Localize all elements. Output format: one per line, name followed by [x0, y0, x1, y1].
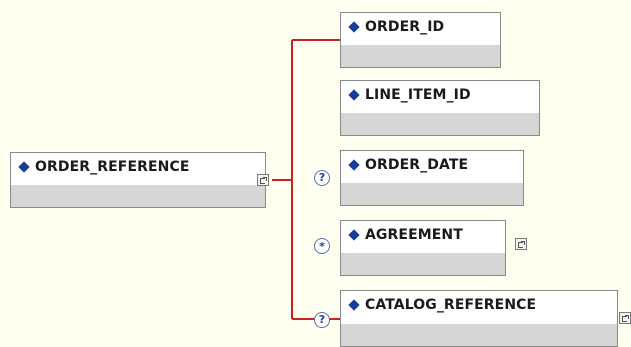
node-label: ORDER_REFERENCE: [35, 159, 190, 175]
node-header: ORDER_ID: [341, 13, 500, 41]
element-diamond-icon: [348, 89, 360, 101]
expand-icon[interactable]: [619, 312, 631, 324]
node-footer: [11, 185, 265, 207]
node-footer: [341, 183, 523, 205]
node-catalog-reference[interactable]: CATALOG_REFERENCE: [340, 290, 618, 347]
node-order-id[interactable]: ORDER_ID: [340, 12, 501, 68]
node-header: CATALOG_REFERENCE: [341, 291, 617, 319]
node-order-date[interactable]: ORDER_DATE: [340, 150, 524, 206]
optional-occurrence-icon: ?: [314, 312, 330, 328]
optional-occurrence-icon: ?: [314, 170, 330, 186]
multiple-occurrence-icon: *: [314, 238, 330, 254]
node-label: CATALOG_REFERENCE: [365, 297, 537, 313]
element-diamond-icon: [348, 21, 360, 33]
node-header: ORDER_DATE: [341, 151, 523, 179]
node-header: LINE_ITEM_ID: [341, 81, 539, 109]
node-footer: [341, 324, 617, 346]
element-diamond-icon: [348, 159, 360, 171]
expand-icon[interactable]: [257, 174, 269, 186]
expand-icon[interactable]: [515, 238, 527, 250]
node-header: ORDER_REFERENCE: [11, 153, 265, 181]
node-label: AGREEMENT: [365, 227, 463, 243]
node-line-item-id[interactable]: LINE_ITEM_ID: [340, 80, 540, 136]
element-diamond-icon: [348, 229, 360, 241]
node-label: ORDER_DATE: [365, 157, 469, 173]
node-footer: [341, 253, 505, 275]
element-diamond-icon: [348, 299, 360, 311]
node-agreement[interactable]: AGREEMENT: [340, 220, 506, 276]
node-header: AGREEMENT: [341, 221, 505, 249]
node-footer: [341, 113, 539, 135]
element-diamond-icon: [18, 161, 30, 173]
node-order-reference[interactable]: ORDER_REFERENCE: [10, 152, 266, 208]
node-footer: [341, 45, 500, 67]
node-label: LINE_ITEM_ID: [365, 87, 471, 103]
node-label: ORDER_ID: [365, 19, 445, 35]
